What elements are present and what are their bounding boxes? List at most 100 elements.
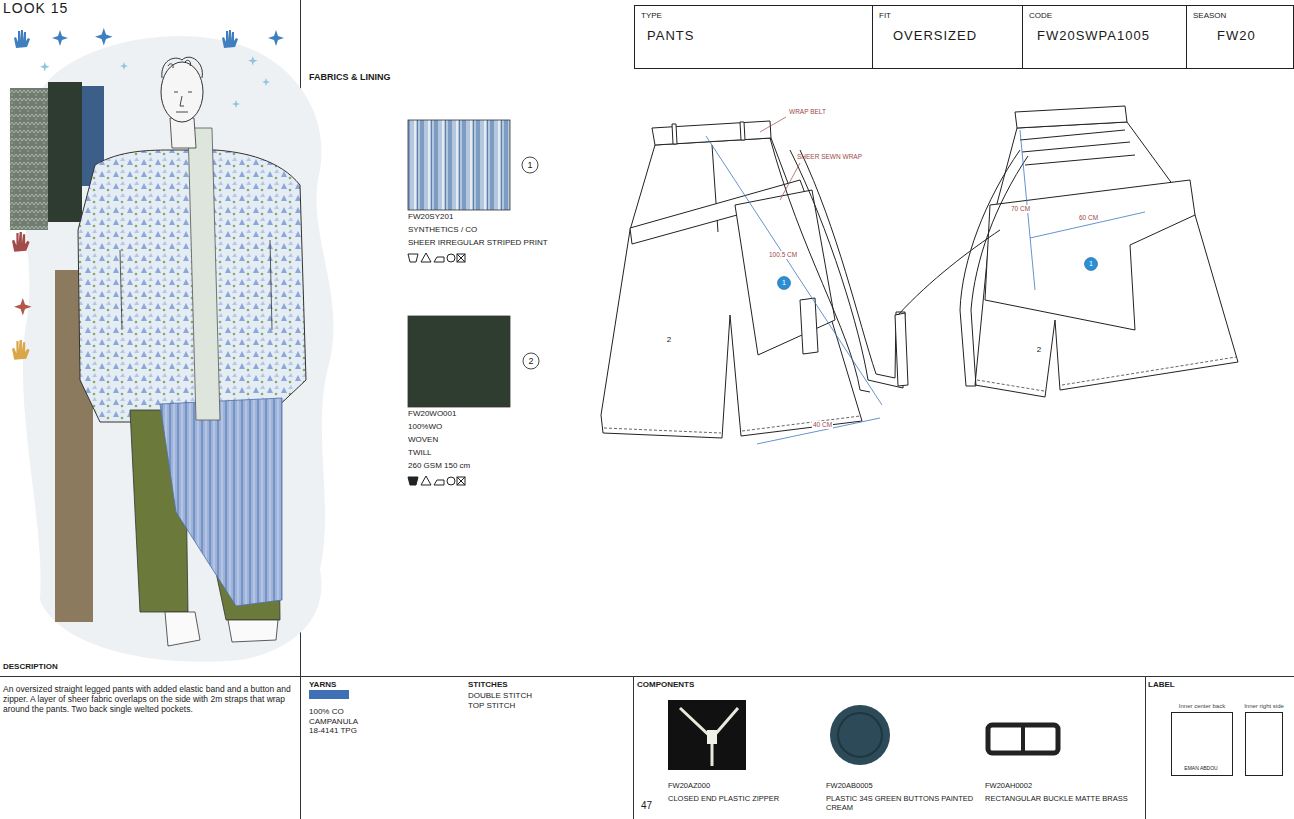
buckle-image: [988, 725, 1058, 753]
label-box: Inner center backEMAN ABDOU: [1171, 712, 1233, 776]
care-symbols: [457, 477, 465, 485]
dimension-line: [706, 130, 1145, 444]
fabric-detail: SHEER IRREGULAR STRIPED PRINT: [408, 238, 548, 248]
zipper-image: [707, 730, 717, 744]
fashion-illustration: [12, 340, 30, 360]
callout-number: 2: [528, 356, 533, 367]
node-text: FW20: [1217, 28, 1256, 44]
back-flat-sketch: [898, 230, 1000, 315]
page-number: 47: [641, 800, 652, 812]
button-image: [838, 713, 882, 757]
node-heading: DESCRIPTION: [3, 662, 58, 672]
fabric-swatch: [408, 120, 510, 210]
label-panel: LABELInner center backEMAN ABDOUInner ri…: [1145, 676, 1294, 819]
front-flat-sketch: [652, 121, 771, 145]
node-text: DOUBLE STITCH TOP STITCH: [468, 691, 548, 710]
part-label: SHEER SEWN WRAP: [797, 153, 862, 161]
care-symbols: [434, 257, 444, 262]
back-flat-sketch: [1020, 130, 1135, 165]
back-flat-sketch: [895, 313, 908, 386]
dimension-label: 70 CM: [1010, 205, 1031, 213]
node-heading: Inner center back: [1179, 703, 1225, 710]
node-text: OVERSIZED: [893, 28, 977, 44]
fabric-swatch: [408, 120, 510, 407]
callout-number: 2: [667, 335, 671, 345]
fashion-illustration: [268, 30, 284, 46]
fashion-illustration: [10, 88, 48, 230]
fashion-illustration: [170, 118, 196, 148]
node-heading: YARNS: [309, 680, 336, 690]
fashion-illustration: [174, 92, 192, 112]
callout-number: 1: [782, 279, 786, 287]
front-flat-sketch: [601, 138, 862, 438]
fashion-illustration: [23, 36, 334, 662]
buckle-image: [988, 725, 1058, 753]
component-name: CLOSED END PLASTIC ZIPPER: [668, 794, 779, 803]
front-flat-sketch: [800, 298, 818, 354]
fashion-illustration: [120, 62, 128, 70]
fashion-illustration: [14, 28, 284, 48]
header-cell: CODE FW20SWPA1005: [1022, 5, 1187, 69]
part-label: WRAP BELT: [789, 108, 826, 116]
callout-circle: [523, 353, 539, 369]
care-symbols: [457, 477, 465, 485]
fashion-illustration: [14, 30, 30, 48]
label-box: Inner right side: [1245, 712, 1283, 776]
dimension-line: [1030, 212, 1145, 238]
button-image: [830, 705, 890, 765]
header-cell: FITOVERSIZED: [872, 5, 1023, 69]
care-symbols: [447, 254, 455, 262]
frame-line: [0, 676, 1294, 677]
fabric-dot: [778, 258, 1098, 290]
fabric-detail: SYNTHETICS / CO: [408, 225, 477, 235]
dimension-label: 100.5 CM: [768, 251, 798, 259]
header-cell: SEASONFW20: [1186, 5, 1294, 69]
fashion-illustration: [165, 612, 200, 646]
node-heading: FIT: [879, 11, 891, 21]
fashion-illustration: [52, 30, 68, 46]
component-code: FW20AH0002: [985, 781, 1032, 790]
node-text: PANTS: [647, 28, 694, 44]
leader-line: [760, 117, 800, 200]
node-text: STITCHES: [468, 680, 508, 690]
back-flat-sketch: [975, 122, 1238, 397]
description-panel: DESCRIPTION An oversized straight legged …: [0, 659, 300, 819]
component-code: FW20AB0005: [826, 781, 873, 790]
node-text: FW20SWPA1005: [1037, 28, 1150, 44]
fashion-illustration: [95, 28, 113, 46]
front-flat-sketch: [672, 122, 745, 144]
fashion-illustration: [162, 57, 203, 78]
fashion-illustration: [40, 62, 50, 72]
care-symbols: [421, 476, 431, 485]
frame-line: [633, 676, 634, 819]
fashion-illustration: [222, 30, 238, 48]
yarn-stitch-panel: YARNS 100% CO CAMPANULA 18-4141 TPG STITCH…: [300, 676, 633, 819]
buckle-image: [1021, 727, 1025, 751]
front-flat-sketch: [601, 121, 905, 438]
node-heading: CODE: [1029, 11, 1052, 21]
fashion-illustration: [10, 28, 333, 662]
fashion-illustration: [14, 298, 32, 316]
yarn-swatch: [309, 690, 349, 699]
zipper-image: [668, 700, 746, 770]
care-symbols: [457, 254, 465, 262]
zipper-image: [680, 708, 738, 766]
node-heading: TYPE: [641, 11, 662, 21]
fabric-detail: 260 GSM 150 cm: [408, 461, 470, 471]
frame-line: [1145, 676, 1146, 819]
care-symbols: [447, 477, 455, 485]
button-image: [830, 705, 890, 765]
care-symbols: [457, 254, 465, 262]
node-text: An oversized straight legged pants with …: [3, 684, 295, 715]
node-heading: COMPONENTS: [637, 680, 694, 690]
back-flat-sketch: [985, 180, 1195, 330]
back-flat-sketch: [1015, 106, 1127, 128]
fabric-detail: 100%WO: [408, 422, 442, 432]
fashion-illustration: [188, 128, 220, 420]
zipper-image: [668, 700, 746, 770]
header-cell: TYPE PANTS: [634, 5, 873, 69]
node-text: 100% CO CAMPANULA 18-4141 TPG: [309, 707, 369, 736]
dimension-line: [706, 136, 882, 405]
back-flat-sketch: [977, 357, 1236, 391]
